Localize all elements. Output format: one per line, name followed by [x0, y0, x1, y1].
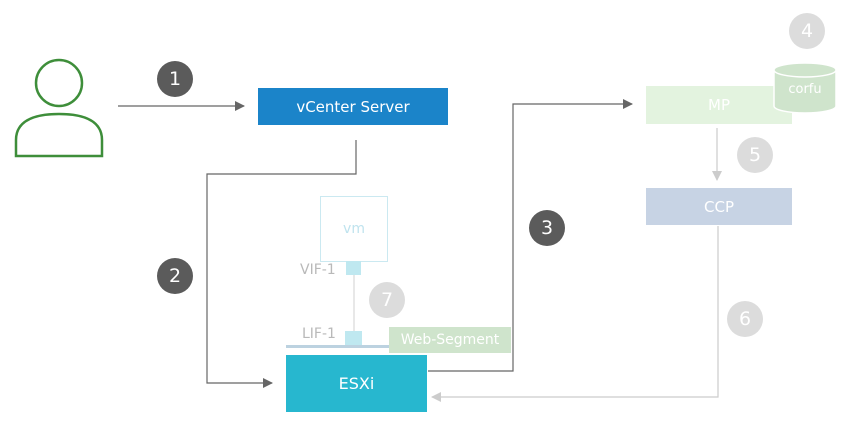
step-6-badge: 6	[727, 301, 763, 337]
step-1-badge: 1	[157, 61, 193, 97]
vcenter-server-box: vCenter Server	[258, 88, 448, 125]
user	[14, 52, 106, 160]
step-7-number: 7	[380, 289, 394, 311]
vif-label: VIF-1	[300, 262, 336, 278]
corfu-label: corfu	[788, 82, 822, 97]
database-icon	[773, 62, 837, 114]
web-segment-label: Web-Segment	[400, 332, 500, 348]
vif-port	[346, 261, 361, 275]
ccp-label: CCP	[704, 197, 734, 216]
step-6-number: 6	[738, 308, 752, 330]
step-2-badge: 2	[157, 258, 193, 294]
arrow-ccp-to-esxi	[431, 226, 719, 402]
esxi-label: ESXi	[338, 374, 375, 393]
step-5-badge: 5	[737, 137, 773, 173]
mp-label: MP	[708, 96, 730, 114]
person-icon	[14, 58, 104, 158]
web-segment-box: Web-Segment	[389, 327, 511, 353]
step-4-badge: 4	[789, 13, 825, 49]
ccp-box: CCP	[646, 188, 792, 225]
lif-label: LIF-1	[302, 326, 336, 342]
step-3-number: 3	[540, 217, 554, 239]
arrow-esxi-to-mp	[428, 99, 633, 372]
step-5-number: 5	[748, 144, 762, 166]
step-3-badge: 3	[529, 210, 565, 246]
step-7-badge: 7	[369, 282, 405, 318]
vcenter-label: vCenter Server	[296, 97, 410, 116]
arrow-vcenter-to-esxi	[206, 140, 357, 388]
step-1-number: 1	[168, 68, 182, 90]
vm-box: vm	[320, 196, 388, 262]
step-4-number: 4	[800, 20, 814, 42]
step-2-number: 2	[168, 265, 182, 287]
esxi-box: ESXi	[286, 355, 427, 412]
mp-box: MP	[646, 86, 792, 124]
lif-port	[345, 331, 362, 345]
corfu-database: corfu	[773, 62, 837, 114]
vm-label: vm	[343, 221, 365, 237]
